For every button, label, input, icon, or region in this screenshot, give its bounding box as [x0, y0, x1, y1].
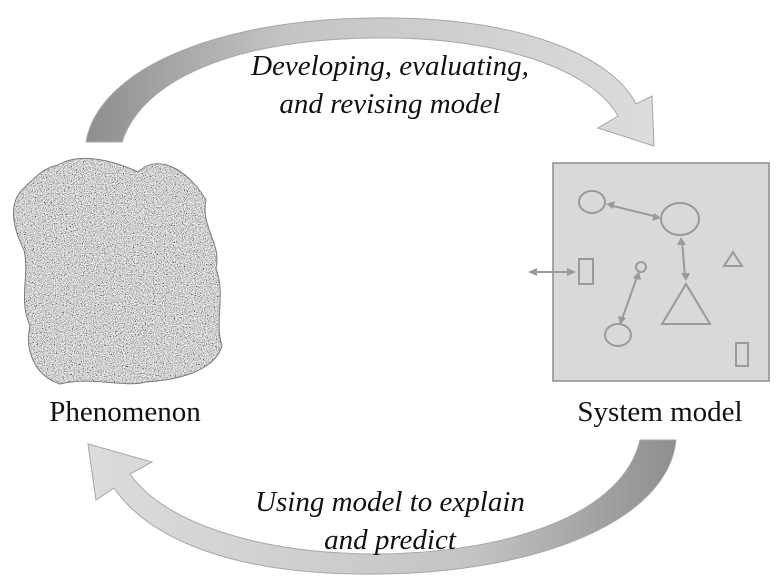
model-node-triangle-large [660, 282, 712, 325]
model-node-ellipse-a [578, 190, 606, 214]
top-arrow-caption-line1: Developing, evaluating, [251, 50, 529, 82]
model-link-ab [608, 204, 659, 218]
model-node-circle-small [635, 261, 647, 273]
bottom-arrow-caption-line2: and predict [324, 524, 456, 556]
model-node-ellipse-b [660, 202, 700, 236]
phenomenon-label: Phenomenon [49, 396, 201, 428]
model-node-triangle-small [722, 250, 744, 267]
phenomenon-texture [13, 158, 223, 384]
model-link-b-triangle [681, 239, 686, 279]
top-cycle-arrow [85, 17, 655, 147]
top-arrow-caption-line2: and revising model [279, 88, 501, 120]
model-link-circle-c [620, 273, 639, 323]
model-node-rect-a [578, 258, 594, 285]
model-node-ellipse-c [604, 323, 632, 347]
bottom-cycle-arrow [87, 439, 677, 575]
model-node-rect-b [735, 342, 749, 367]
phenomenon-outline [12, 157, 223, 385]
system-model-elements [528, 190, 749, 367]
system-model-label: System model [577, 396, 743, 428]
system-model-box [552, 162, 770, 382]
bottom-arrow-caption-line1: Using model to explain [255, 486, 525, 518]
